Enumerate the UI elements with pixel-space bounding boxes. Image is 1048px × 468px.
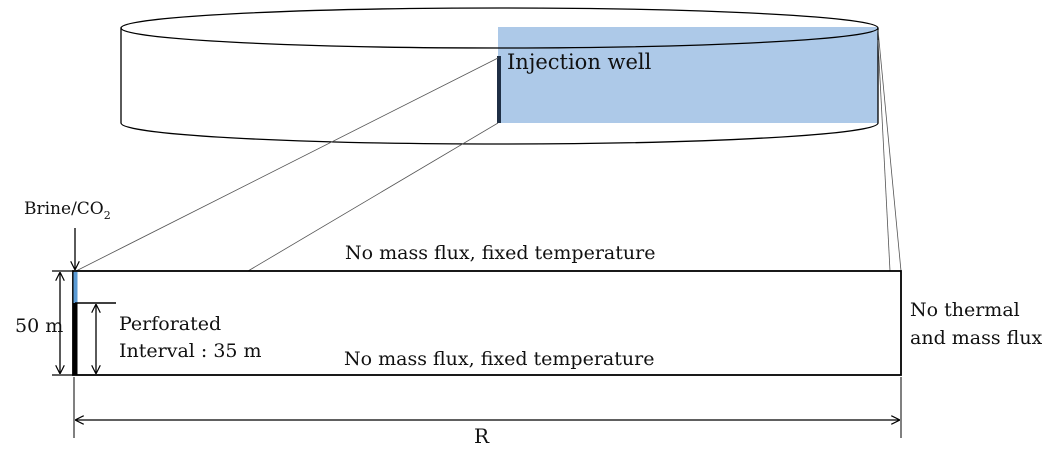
projection-line-right-b — [877, 29, 902, 272]
perforated-label-line2: Interval : 35 m — [119, 340, 262, 362]
injection-well-label: Injection well — [507, 50, 652, 74]
domain-rectangle — [72, 270, 902, 376]
radial-slice-fill — [498, 27, 878, 123]
projection-lines — [75, 29, 902, 272]
projection-line-right-a — [877, 39, 891, 272]
right-boundary-label-line1: No thermal — [910, 299, 1020, 321]
cylinder-3d: Injection well — [120, 7, 879, 145]
cylinder-bottom-ellipse — [120, 122, 879, 145]
thickness-label: 50 m — [15, 315, 63, 337]
radial-domain-2d — [72, 270, 902, 376]
perforated-label-line1: Perforated — [119, 313, 221, 335]
top-boundary-label: No mass flux, fixed temperature — [345, 242, 655, 264]
projection-line-left-outer — [75, 57, 499, 272]
bottom-boundary-label: No mass flux, fixed temperature — [344, 348, 654, 370]
radius-label: R — [474, 424, 490, 448]
projection-line-left-inner — [247, 122, 499, 272]
brine-co2-label: Brine/CO2 — [24, 199, 111, 222]
right-boundary-label-line2: and mass flux — [910, 327, 1043, 349]
